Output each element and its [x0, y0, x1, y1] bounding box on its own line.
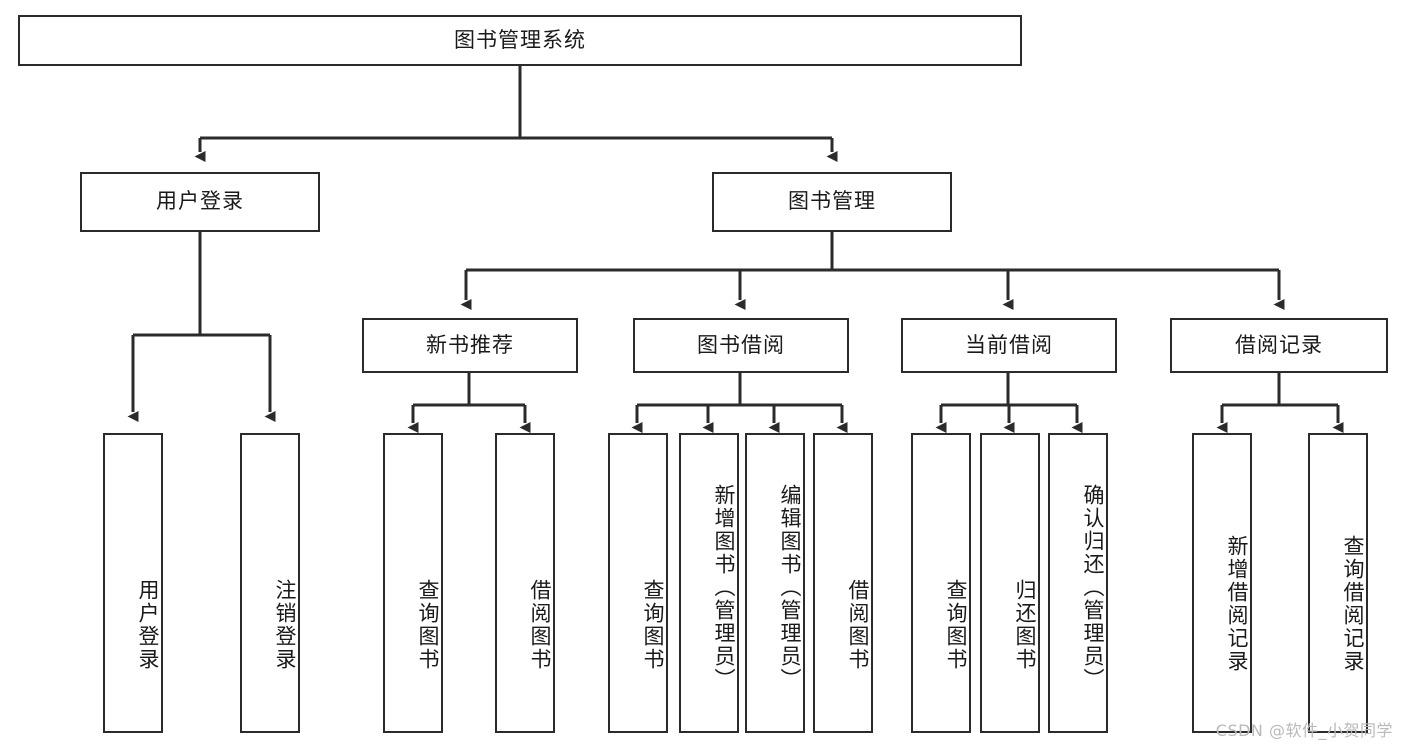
- node-label: 用户登录: [156, 189, 244, 214]
- leaf-edit-book-admin[interactable]: 编辑图书（管理员）: [745, 433, 805, 733]
- leaf-borrow-book-2[interactable]: 借阅图书: [813, 433, 873, 733]
- node-label: 新增图书（管理员）: [712, 483, 736, 691]
- leaf-add-borrow-record[interactable]: 新增借阅记录: [1192, 433, 1252, 733]
- node-label: 图书管理系统: [454, 27, 586, 52]
- leaf-query-book-1[interactable]: 查询图书: [383, 433, 443, 733]
- leaf-query-book-3[interactable]: 查询图书: [911, 433, 971, 733]
- node-label: 用户登录: [136, 579, 160, 671]
- node-label: 图书管理: [788, 189, 876, 214]
- node-book-borrow[interactable]: 图书借阅: [633, 318, 849, 373]
- node-root-book-management-system[interactable]: 图书管理系统: [18, 15, 1022, 66]
- node-label: 借阅记录: [1235, 332, 1323, 357]
- node-label: 借阅图书: [528, 579, 552, 671]
- node-label: 图书借阅: [697, 332, 785, 357]
- node-label: 归还图书: [1013, 579, 1037, 671]
- leaf-add-book-admin[interactable]: 新增图书（管理员）: [679, 433, 739, 733]
- node-new-book-recommend[interactable]: 新书推荐: [362, 318, 578, 373]
- node-label: 编辑图书（管理员）: [778, 483, 802, 691]
- node-book-manage[interactable]: 图书管理: [712, 172, 952, 232]
- leaf-return-book[interactable]: 归还图书: [980, 433, 1040, 733]
- leaf-logout[interactable]: 注销登录: [240, 433, 300, 733]
- node-label: 确认归还（管理员）: [1081, 483, 1105, 691]
- node-label: 新增借阅记录: [1225, 535, 1249, 673]
- node-label: 查询借阅记录: [1341, 535, 1365, 673]
- node-label: 查询图书: [416, 579, 440, 671]
- csdn-watermark: CSDN @软件_小贺同学: [1215, 721, 1393, 740]
- node-current-borrow[interactable]: 当前借阅: [901, 318, 1117, 373]
- node-label: 查询图书: [641, 579, 665, 671]
- node-user-login[interactable]: 用户登录: [80, 172, 320, 232]
- leaf-borrow-book-1[interactable]: 借阅图书: [495, 433, 555, 733]
- node-label: 借阅图书: [846, 579, 870, 671]
- node-label: 新书推荐: [426, 332, 514, 357]
- leaf-query-book-2[interactable]: 查询图书: [608, 433, 668, 733]
- node-borrow-record[interactable]: 借阅记录: [1170, 318, 1388, 373]
- node-label: 注销登录: [273, 579, 297, 671]
- node-label: 当前借阅: [965, 332, 1053, 357]
- node-label: 查询图书: [944, 579, 968, 671]
- leaf-query-borrow-record[interactable]: 查询借阅记录: [1308, 433, 1368, 733]
- leaf-user-login[interactable]: 用户登录: [103, 433, 163, 733]
- leaf-confirm-return-admin[interactable]: 确认归还（管理员）: [1048, 433, 1108, 733]
